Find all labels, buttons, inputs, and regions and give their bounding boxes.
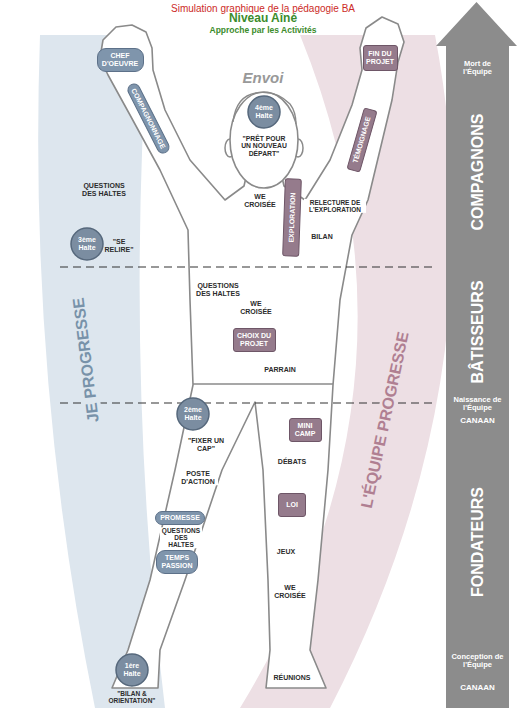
activity-label: QUESTIONS DES HALTES <box>194 282 242 297</box>
quote-label: "SE RELIRE" <box>101 238 137 253</box>
phase-name: FONDATEURS <box>469 487 487 597</box>
phase-name: COMPAGNONS <box>469 113 487 230</box>
halte-circle-outline <box>248 96 280 128</box>
activity-label: JEUX <box>276 548 296 556</box>
activity-label: WE CROISÉE <box>241 193 279 208</box>
node-label: 2ème Halte <box>181 406 206 421</box>
personal-step-pill: PROMESSE <box>155 511 205 525</box>
halte-circle: 3ème Halte <box>70 227 104 261</box>
team-step-box: MINI CAMP <box>289 418 322 442</box>
halte-circle-outline <box>177 398 209 430</box>
node-label: LOI <box>286 501 298 509</box>
halte-circle: 2ème Halte <box>176 397 210 431</box>
node-label: TÉMOIGNAGE <box>352 116 373 164</box>
quote-label: "PRÊT POUR UN NOUVEAU DÉPART" <box>236 135 292 157</box>
phase-arrow: Mort de l'ÉquipeCOMPAGNONS BÂTISSEURS Nais… <box>436 2 517 708</box>
node-label: MINI CAMP <box>292 422 319 437</box>
band-label: JE PROGRESSE <box>69 294 102 427</box>
team-step-box: FIN DU PROJET <box>363 45 398 71</box>
node-label: TEMPS PASSION <box>161 554 193 569</box>
activity-label: RELECTURE DE L'EXPLORATION <box>304 199 366 213</box>
team-step-box: LOI <box>278 493 306 517</box>
personal-step-pill: COMPAGNONNAGE <box>125 81 172 156</box>
node-label: 1ère Halte <box>120 662 145 677</box>
team-step-box: TÉMOIGNAGE <box>346 107 377 172</box>
personal-step-pill: TEMPS PASSION <box>156 550 198 574</box>
phase-arrow-outline <box>436 2 517 708</box>
activity-label: PARRAIN <box>263 366 296 374</box>
approach-subtitle: Approche par les Activités <box>209 26 318 35</box>
halte-circle-outline <box>71 228 103 260</box>
halte-circle: 4ème Halte <box>247 95 281 129</box>
node-label: CHOIX DU PROJET <box>236 332 273 347</box>
band-label: L'ÉQUIPE PROGRESSE <box>357 327 413 512</box>
team-step-box: EXPLORATION <box>282 178 302 257</box>
personal-step-pill: CHEF D'OEUVRE <box>97 48 144 72</box>
node-label: CHEF D'OEUVRE <box>102 52 139 67</box>
node-label: 3ème Halte <box>75 236 100 251</box>
phase-milestone: Naissance de l'Équipe <box>449 396 507 413</box>
quote-label: "BILAN & ORIENTATION" <box>100 690 164 704</box>
node-label: FIN DU PROJET <box>366 50 395 65</box>
node-label: 4ème Halte <box>252 104 277 119</box>
scout-figure-head <box>230 92 298 188</box>
activity-label: RÉUNIONS <box>273 674 312 682</box>
phase-name: BÂTISSEURS <box>469 280 487 383</box>
phase-milestone: CANAAN <box>449 684 507 693</box>
team-step-box: CHOIX DU PROJET <box>233 328 276 352</box>
activity-label: QUESTIONS DES HALTES <box>80 182 128 197</box>
level-heading: Niveau Aîné <box>228 12 298 25</box>
quote-label: "FIXER UN CAP" <box>187 437 225 452</box>
node-label: COMPAGNONNAGE <box>129 87 166 150</box>
activity-label: WE CROISÉE <box>237 300 275 315</box>
stage-name: Envoi <box>242 70 285 87</box>
activity-label: BILAN <box>310 233 333 241</box>
node-label: EXPLORATION <box>287 192 296 242</box>
phase-milestone: CANAAN <box>449 417 507 426</box>
phase-milestone: Mort de l'Équipe <box>449 60 507 77</box>
activity-label: WE CROISÉE <box>271 584 309 599</box>
halte-circle: 1ère Halte <box>115 653 149 687</box>
phase-divider <box>60 266 436 267</box>
phase-milestone: Conception de l'Équipe <box>449 653 507 670</box>
halte-circle-outline <box>116 654 148 686</box>
activity-label: QUESTIONS DES HALTES <box>160 527 202 548</box>
node-label: PROMESSE <box>160 514 200 522</box>
activity-label: POSTE D'ACTION <box>178 470 218 485</box>
belt-line <box>193 383 333 384</box>
activity-label: DÉBATS <box>277 458 307 466</box>
scout-figure-body <box>100 17 404 688</box>
